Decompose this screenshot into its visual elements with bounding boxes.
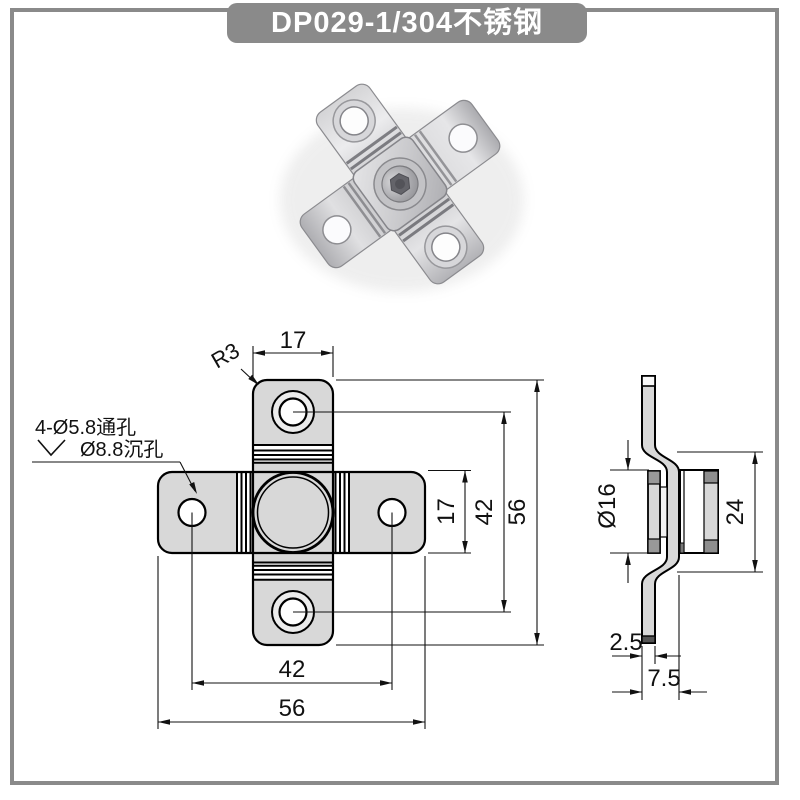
front-view: 17 R3 4-Ø5.8通孔 Ø8.8沉孔 17 xyxy=(32,327,544,729)
dim-top-width: 17 xyxy=(280,327,307,354)
dim-hole-pitch-horizontal: 42 xyxy=(279,656,306,683)
side-nut-block xyxy=(679,469,719,554)
dim-boss-diameter: Ø16 xyxy=(594,483,621,528)
photo-horizontal-bend-lines xyxy=(342,130,458,238)
front-center-boss-inner xyxy=(256,476,330,549)
photo-center-screw xyxy=(373,157,427,211)
side-top-tab-end xyxy=(641,375,656,387)
dim-overall-height: 56 xyxy=(504,499,531,526)
side-view-dimensions: Ø16 24 2.5 xyxy=(594,440,763,700)
side-bottom-tab-end xyxy=(641,635,656,644)
hole-note-line1: 4-Ø5.8通孔 xyxy=(35,416,136,439)
dim-overall-depth: 7.5 xyxy=(647,665,680,692)
front-center-boss-outer xyxy=(251,471,335,554)
front-view-dimensions: 17 R3 4-Ø5.8通孔 Ø8.8沉孔 17 xyxy=(32,327,544,729)
dim-body-height: 24 xyxy=(722,499,749,526)
dim-hole-pitch-vertical: 42 xyxy=(471,499,498,526)
dim-plate-thickness: 2.5 xyxy=(609,629,642,656)
dim-corner-radius: R3 xyxy=(207,338,244,374)
photo-vertical-bend-lines xyxy=(345,125,455,243)
title-banner: DP029-1/304不锈钢 xyxy=(227,3,587,43)
photo-arm-holes xyxy=(322,99,478,269)
hole-note-line2: Ø8.8沉孔 xyxy=(80,438,163,461)
front-bend-bands xyxy=(236,444,350,581)
dim-overall-width: 56 xyxy=(279,695,306,722)
countersink-symbol-icon xyxy=(37,439,66,457)
side-boss-stack xyxy=(647,470,668,554)
dim-arm-height: 17 xyxy=(433,498,460,525)
side-view: Ø16 24 2.5 xyxy=(594,375,763,700)
product-photo xyxy=(280,83,524,292)
